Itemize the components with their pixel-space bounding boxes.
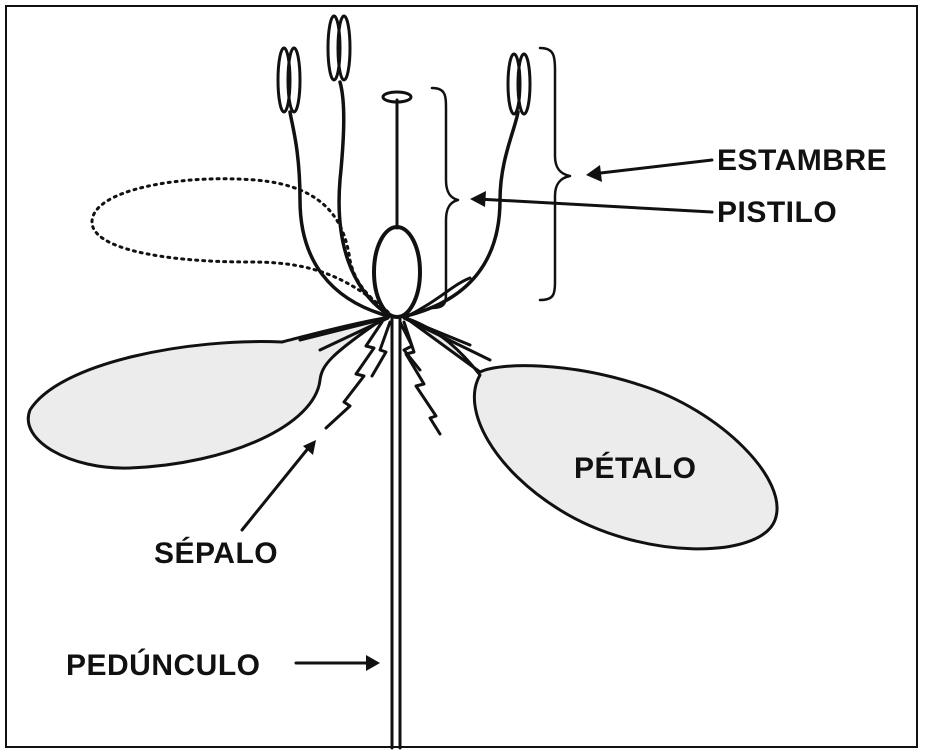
- label-estambre: ESTAMBRE: [717, 144, 887, 177]
- anther-mid: [328, 16, 350, 80]
- pistilo-arrow: [478, 199, 712, 212]
- stigma: [383, 92, 411, 102]
- filament-mid-left: [339, 82, 390, 316]
- right-petal: [406, 318, 777, 549]
- filament-right: [406, 112, 518, 316]
- estambre-arrowhead: [586, 165, 602, 182]
- stamen-brace: [540, 48, 570, 300]
- label-pistilo: PISTILO: [717, 196, 837, 229]
- ovary: [374, 227, 420, 317]
- sepalo-arrow: [242, 446, 310, 530]
- anther-right: [508, 54, 530, 114]
- pistil-brace: [432, 88, 458, 308]
- label-pedunculo: PEDÚNCULO: [66, 648, 261, 682]
- label-sepalo: SÉPALO: [154, 536, 278, 570]
- anther-left: [278, 48, 300, 112]
- pistilo-arrowhead: [470, 191, 486, 207]
- base-line-4: [404, 318, 490, 360]
- pedunculo-arrowhead: [366, 655, 380, 671]
- label-petalo: PÉTALO: [574, 451, 696, 485]
- estambre-arrow: [592, 160, 712, 174]
- left-petal: [28, 318, 384, 468]
